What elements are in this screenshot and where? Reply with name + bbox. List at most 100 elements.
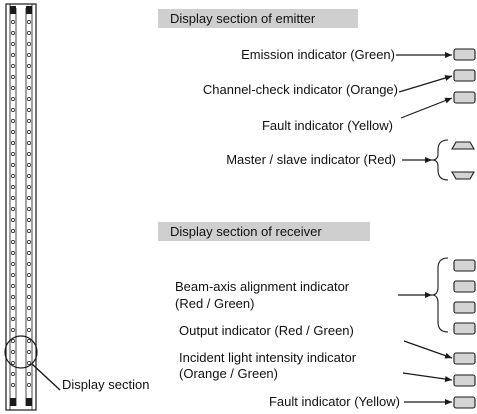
bar-hole: [27, 383, 31, 387]
bar-hole: [27, 218, 31, 222]
bar-hole: [11, 350, 15, 354]
bar-hole: [11, 295, 15, 299]
master-slave-indicator-label: Master / slave indicator (Red): [226, 152, 396, 167]
bar-hole: [27, 97, 31, 101]
bar-hole: [27, 152, 31, 156]
bar-hole: [11, 284, 15, 288]
bar-hole: [11, 372, 15, 376]
output-arrow: [403, 340, 453, 359]
bar-hole: [11, 20, 15, 24]
display-section-circle: [4, 335, 38, 369]
beam-axis-indicator-label-line2: (Red / Green): [175, 296, 255, 311]
bar-hole: [27, 31, 31, 35]
bar-hole: [11, 31, 15, 35]
bar-hole: [11, 273, 15, 277]
bar-hole: [11, 262, 15, 266]
bar-hole: [27, 240, 31, 244]
bar-hole: [27, 372, 31, 376]
fault-indicator-emitter: [453, 91, 476, 104]
bar-hole: [11, 152, 15, 156]
fault-indicator-receiver: [453, 396, 476, 409]
incident-light-arrow: [402, 372, 453, 382]
channel-check-indicator: [453, 69, 476, 82]
bar-hole: [27, 185, 31, 189]
bar-hole: [27, 262, 31, 266]
bar-hole: [27, 196, 31, 200]
beam-axis-indicator-label-line1: Beam-axis alignment indicator: [175, 279, 350, 294]
fault-emitter-arrow: [400, 97, 453, 119]
beam-axis-indicator-3: [453, 301, 476, 314]
bar-hole: [27, 251, 31, 255]
bar-hole: [27, 75, 31, 79]
bar-hole: [27, 130, 31, 134]
bar-hole: [27, 350, 31, 354]
bar-hole: [27, 207, 31, 211]
beam-axis-indicator-4: [453, 322, 476, 335]
bar-hole: [11, 185, 15, 189]
bar-hole: [27, 339, 31, 343]
bar-hole: [27, 273, 31, 277]
channel-check-arrow: [398, 75, 453, 93]
bar-hole: [11, 207, 15, 211]
display-section-pointer: [31, 363, 61, 391]
bar-hole: [11, 328, 15, 332]
display-section-label: Display section: [62, 377, 150, 392]
output-indicator: [453, 352, 476, 365]
bar-hole: [11, 53, 15, 57]
bar-hole: [11, 75, 15, 79]
master-slave-indicator-bottom: [451, 171, 475, 180]
receiver-section-header: Display section of receiver: [158, 222, 370, 241]
bar-hole: [27, 306, 31, 310]
emitter-section-header: Display section of emitter: [158, 9, 358, 28]
fault-indicator-receiver-label: Fault indicator (Yellow): [268, 394, 400, 409]
bar-hole: [11, 86, 15, 90]
bar-hole: [11, 64, 15, 68]
incident-light-indicator-label-line2: (Orange / Green): [179, 366, 278, 381]
bar-hole: [11, 108, 15, 112]
bar-hole: [11, 174, 15, 178]
bar-hole: [11, 361, 15, 365]
bar-hole: [27, 317, 31, 321]
sensor-bar: [5, 3, 37, 411]
bar-hole: [11, 229, 15, 233]
bar-hole: [11, 42, 15, 46]
bar-hole: [11, 339, 15, 343]
bar-hole: [11, 196, 15, 200]
bar-hole: [27, 163, 31, 167]
bar-hole: [27, 20, 31, 24]
bar-hole: [27, 295, 31, 299]
bar-hole: [11, 218, 15, 222]
master-slave-brace: [431, 139, 449, 181]
bar-hole: [11, 130, 15, 134]
beam-axis-brace: [431, 257, 449, 333]
bar-hole: [11, 240, 15, 244]
emission-indicator-label: Emission indicator (Green): [241, 47, 395, 62]
bar-hole: [27, 53, 31, 57]
bar-hole: [27, 284, 31, 288]
bar-hole: [27, 119, 31, 123]
bar-hole: [27, 141, 31, 145]
channel-check-indicator-label: Channel-check indicator (Orange): [202, 82, 398, 97]
bar-hole: [27, 42, 31, 46]
bar-hole: [27, 229, 31, 233]
bar-hole: [11, 163, 15, 167]
bar-hole: [27, 174, 31, 178]
bar-hole: [11, 383, 15, 387]
bar-hole: [11, 251, 15, 255]
bar-hole: [27, 108, 31, 112]
bar-hole: [11, 119, 15, 123]
fault-indicator-emitter-label: Fault indicator (Yellow): [261, 118, 393, 133]
bar-hole: [11, 317, 15, 321]
incident-light-indicator: [453, 374, 476, 387]
bar-hole: [27, 361, 31, 365]
bar-mount-holes: [11, 20, 31, 387]
emission-indicator: [453, 48, 476, 61]
bar-hole: [27, 86, 31, 90]
bar-hole: [27, 328, 31, 332]
bar-hole: [11, 306, 15, 310]
incident-light-indicator-label-line1: Incident light intensity indicator: [179, 350, 357, 365]
bar-hole: [11, 141, 15, 145]
bar-hole: [11, 97, 15, 101]
